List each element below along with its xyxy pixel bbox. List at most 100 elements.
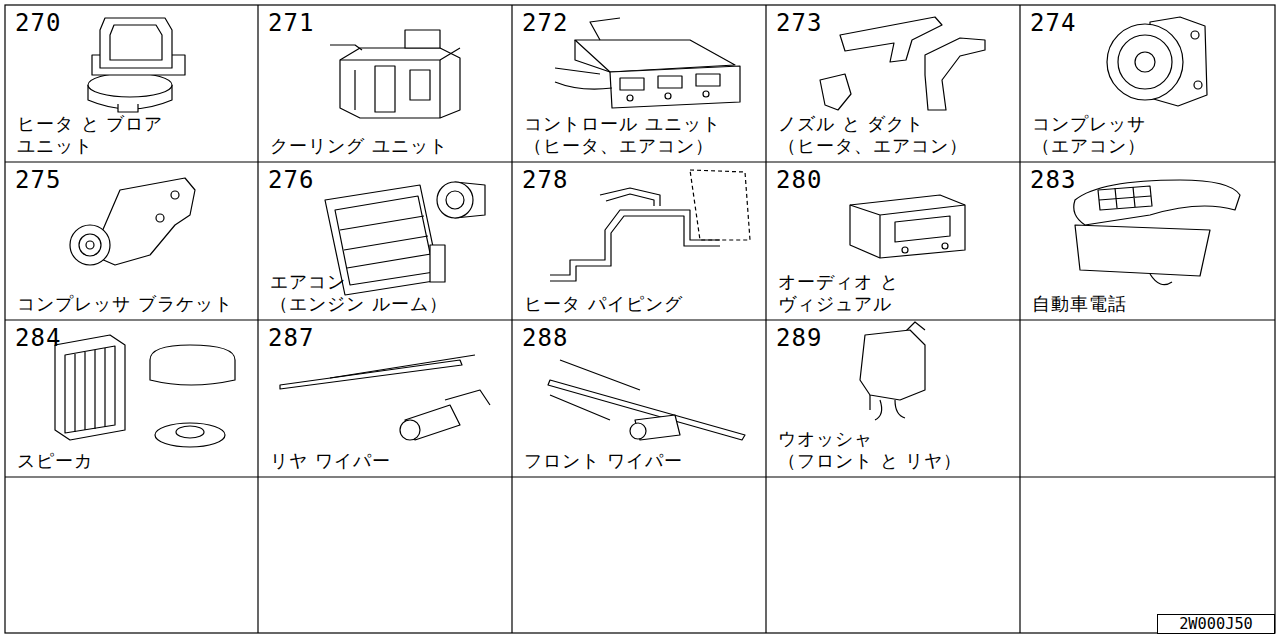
catalog-grid-part xyxy=(511,5,512,633)
blower-unit-drawing-part xyxy=(110,25,162,60)
condenser-drawing-part xyxy=(446,191,464,209)
audio-unit-drawing xyxy=(850,195,965,258)
car-phone-drawing-part xyxy=(1074,180,1240,225)
part-name: コンプレッサ ブラケット xyxy=(17,293,233,315)
audio-unit-drawing-part xyxy=(895,216,950,242)
control-unit-drawing-part xyxy=(703,91,709,97)
duct-drawing xyxy=(820,17,985,110)
rear-wiper-drawing-part xyxy=(280,360,462,389)
part-name: ノズル と ダクト （ヒータ、エアコン） xyxy=(778,113,968,157)
car-phone-drawing-part xyxy=(1075,225,1210,276)
car-phone-drawing-part xyxy=(1150,274,1172,285)
heater-piping-drawing-part xyxy=(550,216,720,281)
callout-number: 276 xyxy=(268,166,314,194)
rear-wiper-drawing xyxy=(280,355,490,440)
drawing-code: 2W000J50 xyxy=(1158,615,1274,633)
catalog-cell: 273 ノズル と ダクト （ヒータ、エアコン） xyxy=(766,5,1020,162)
speaker-drawing-part xyxy=(176,426,204,438)
catalog-cell: 280 オーディオ と ヴィジュアル xyxy=(766,162,1020,320)
cooling-unit-drawing-part xyxy=(340,48,460,60)
part-name: フロント ワイパー xyxy=(524,450,683,472)
speaker-drawing-part xyxy=(65,346,115,433)
blower-unit-drawing-part xyxy=(100,18,172,68)
audio-unit-drawing-part xyxy=(850,195,965,258)
compressor-bracket-drawing xyxy=(70,178,195,265)
rear-wiper-drawing-part xyxy=(330,355,475,378)
callout-number: 287 xyxy=(268,324,314,352)
drawing-code-box: 2W000J50 xyxy=(1157,614,1275,634)
rear-wiper-drawing-part xyxy=(400,420,420,440)
callout-number: 275 xyxy=(15,166,61,194)
speaker-drawing-part xyxy=(55,335,125,440)
front-wiper-drawing xyxy=(548,360,745,440)
compressor-bracket-drawing-part xyxy=(171,191,179,199)
condenser-drawing-part xyxy=(340,216,431,268)
catalog-cell: 278ヒータ パイピング xyxy=(512,162,766,320)
compressor-drawing-part xyxy=(1191,31,1199,39)
cooling-unit-drawing-part xyxy=(340,48,460,118)
washer-drawing xyxy=(860,322,925,420)
part-name: ウオッシャ （フロント と リヤ） xyxy=(778,428,962,472)
condenser-drawing xyxy=(325,182,485,295)
callout-number: 278 xyxy=(522,166,568,194)
catalog-grid xyxy=(5,5,1275,633)
washer-drawing-part xyxy=(860,330,925,400)
catalog-cell: 284スピーカ xyxy=(5,320,258,477)
catalog-cell: 274コンプレッサ （エアコン） xyxy=(1020,5,1275,162)
heater-piping-drawing-part xyxy=(550,210,720,275)
rear-wiper-drawing-part xyxy=(445,390,490,405)
audio-unit-drawing-part xyxy=(850,205,965,258)
speaker-drawing-part xyxy=(150,345,235,385)
part-name: エアコン （エンジン ルーム） xyxy=(270,271,448,315)
cooling-unit-drawing-part xyxy=(410,70,430,100)
catalog-cell: 289 ウオッシャ （フロント と リヤ） xyxy=(766,320,1020,477)
part-name: コンプレッサ （エアコン） xyxy=(1032,113,1146,157)
callout-number: 283 xyxy=(1030,166,1076,194)
speaker-drawing xyxy=(55,335,235,447)
compressor-bracket-drawing-part xyxy=(79,234,101,256)
catalog-grid-part xyxy=(5,161,1275,162)
heater-piping-drawing-part xyxy=(600,188,660,206)
cooling-unit-drawing-part xyxy=(375,66,395,112)
catalog-grid-part xyxy=(5,5,1275,633)
catalog-cell: 288 フロント ワイパー xyxy=(512,320,766,477)
part-name: 自動車電話 xyxy=(1032,293,1127,315)
callout-number: 273 xyxy=(776,9,822,37)
control-unit-drawing xyxy=(555,18,740,108)
catalog-cell: 287リヤ ワイパー xyxy=(258,320,512,477)
compressor-drawing-part xyxy=(1194,81,1202,89)
compressor-drawing-part xyxy=(1107,24,1183,100)
car-phone-drawing xyxy=(1074,180,1240,285)
catalog-cell: 272コントロール ユニット （ヒータ、エアコン） xyxy=(512,5,766,162)
control-unit-drawing-part xyxy=(665,93,671,99)
duct-drawing-part xyxy=(925,38,985,110)
speaker-drawing-part xyxy=(75,348,105,432)
callout-number: 272 xyxy=(522,9,568,37)
condenser-drawing-part xyxy=(430,245,445,282)
audio-unit-drawing-part xyxy=(942,243,948,249)
duct-drawing-part xyxy=(820,74,851,110)
condenser-drawing-part xyxy=(335,196,434,285)
catalog-cell: 270ヒータ と ブロア ユニット xyxy=(5,5,258,162)
compressor-drawing-part xyxy=(1118,35,1172,89)
compressor-bracket-drawing-part xyxy=(70,225,110,265)
blower-unit-drawing xyxy=(88,18,185,112)
compressor-drawing-part xyxy=(1135,52,1155,72)
catalog-cell: 271クーリング ユニット xyxy=(258,5,512,162)
front-wiper-drawing-part xyxy=(550,360,640,420)
washer-drawing-part xyxy=(870,395,905,420)
front-wiper-drawing-part xyxy=(630,423,646,439)
cooling-unit-drawing-part xyxy=(330,45,362,50)
catalog-cell: 283 自動車電話 xyxy=(1020,162,1275,320)
callout-number: 280 xyxy=(776,166,822,194)
part-name: オーディオ と ヴィジュアル xyxy=(778,271,899,315)
catalog-grid-part xyxy=(5,319,1275,320)
catalog-cell: 275 コンプレッサ ブラケット xyxy=(5,162,258,320)
compressor-drawing xyxy=(1107,17,1207,106)
part-name: ヒータ と ブロア ユニット xyxy=(17,113,163,157)
callout-number: 288 xyxy=(522,324,568,352)
compressor-bracket-drawing-part xyxy=(86,241,94,249)
callout-number: 289 xyxy=(776,324,822,352)
